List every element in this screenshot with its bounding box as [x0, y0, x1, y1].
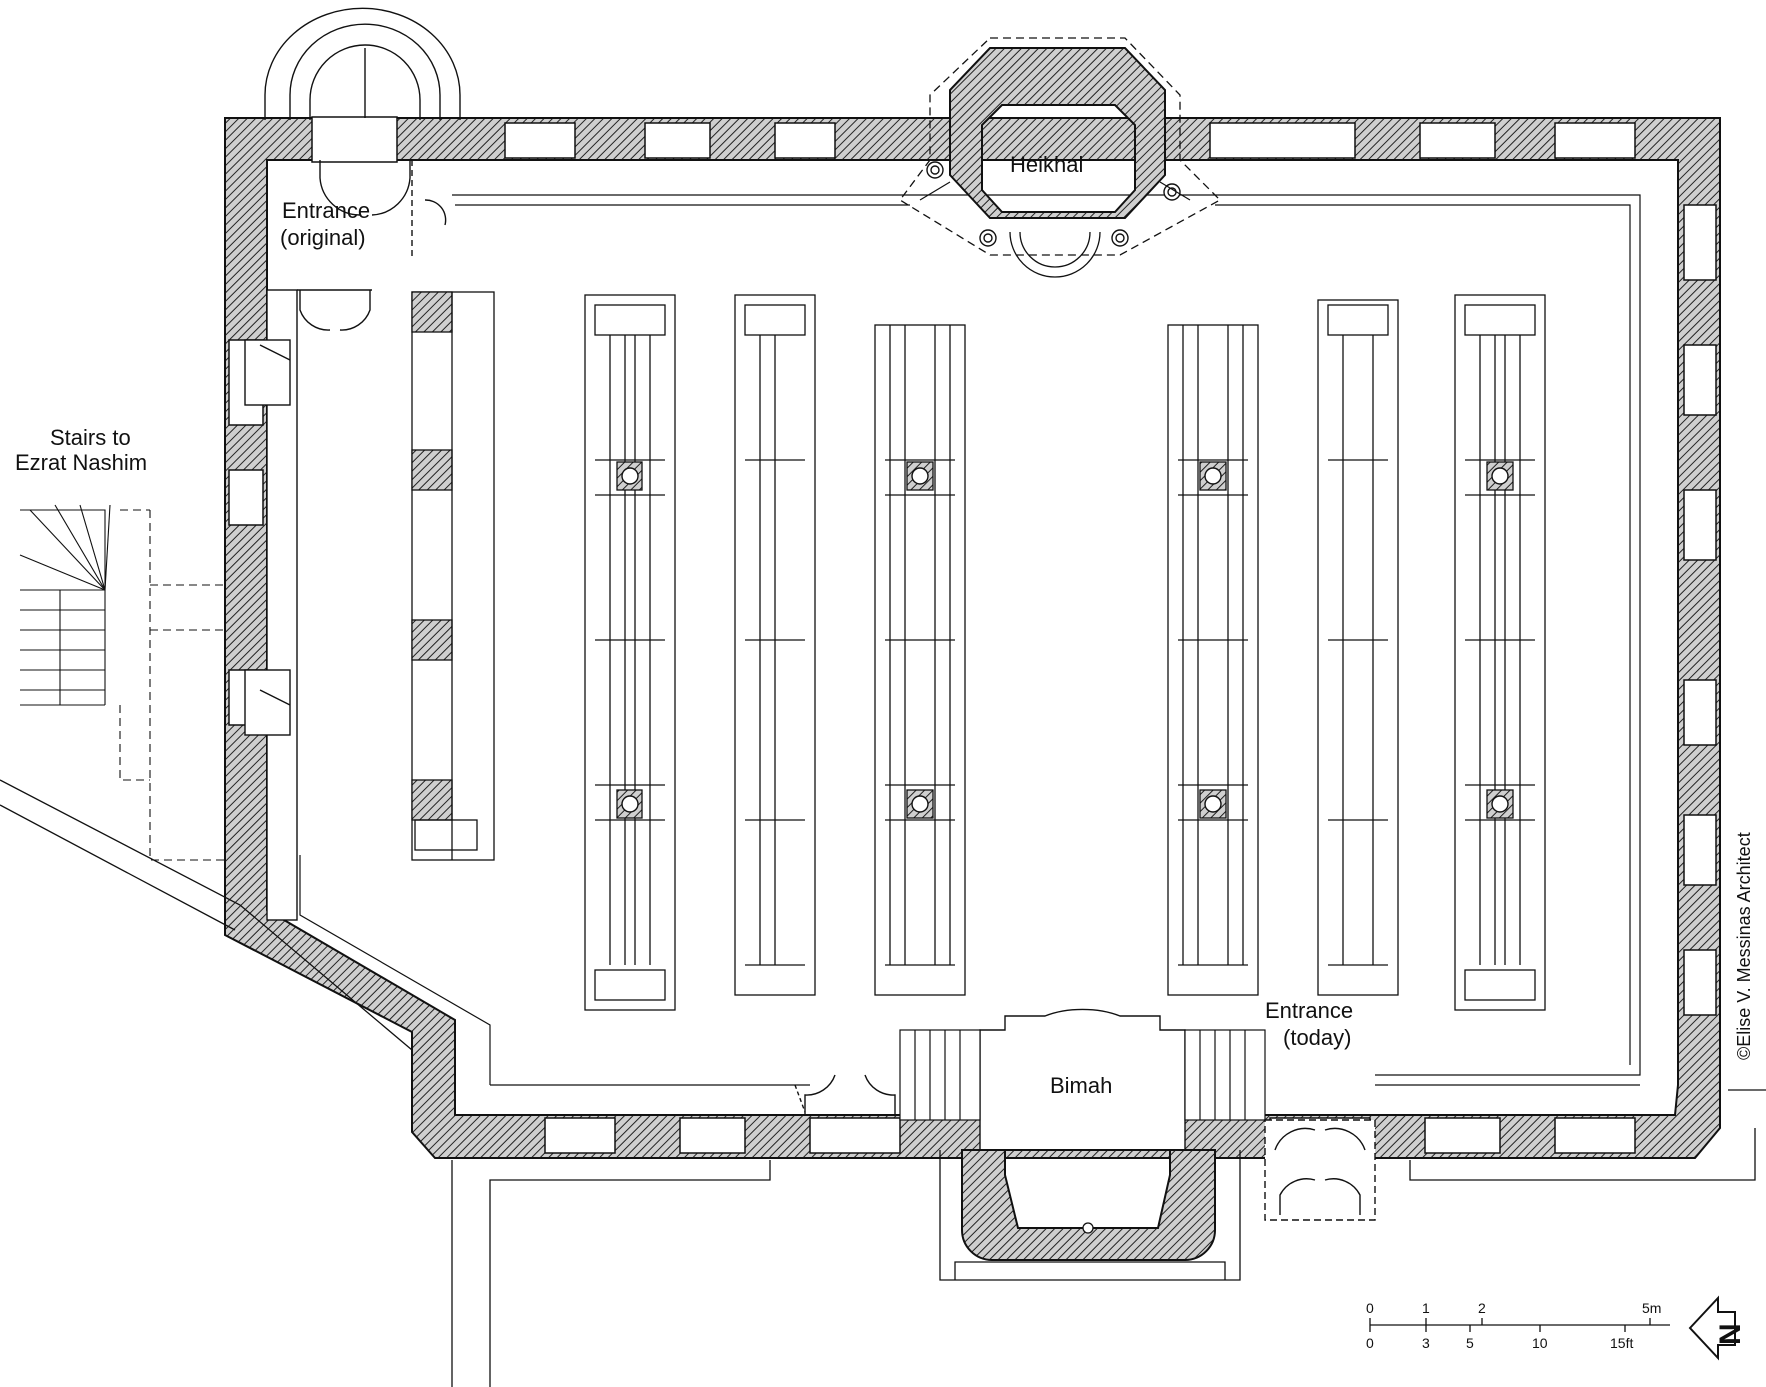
scale-ft-10: 10 [1532, 1335, 1548, 1351]
label-credit: ©Elise V. Messinas Architect [1734, 832, 1754, 1060]
north-arrow: N [1688, 1295, 1747, 1361]
pew-4 [1167, 324, 1259, 996]
site-lines [0, 779, 1766, 1387]
scale-ft-0: 0 [1366, 1335, 1374, 1351]
label-bimah: Bimah [1050, 1073, 1112, 1098]
scale-ft-15: 15ft [1610, 1335, 1633, 1351]
columns [621, 467, 1509, 813]
original-entrance-porch [264, 7, 461, 260]
label-entrance-today-2: (today) [1283, 1025, 1351, 1050]
scale-m-2: 2 [1478, 1300, 1486, 1316]
pew-6 [1454, 294, 1546, 1011]
pew-5 [1317, 299, 1399, 996]
scale-m-5: 5m [1642, 1300, 1661, 1316]
label-heikhal: Heikhal [1010, 152, 1083, 177]
west-bench [411, 291, 495, 861]
stairs-ezrat-nashim [19, 504, 225, 861]
scale-labels-feet: 0 3 5 10 15ft [1366, 1335, 1633, 1351]
scale-bar [1369, 1318, 1670, 1332]
pew-3 [874, 324, 966, 996]
label-stairs-1: Stairs to [50, 425, 131, 450]
inner-lines [299, 194, 1641, 1086]
label-entrance-original-1: Entrance [282, 198, 370, 223]
bimah [899, 1008, 1266, 1281]
pews [584, 294, 1546, 1011]
south-doors [794, 1074, 1376, 1221]
label-entrance-original-2: (original) [280, 225, 366, 250]
north-arrow-icon [1688, 1295, 1736, 1361]
scale-ft-5: 5 [1466, 1335, 1474, 1351]
north-label: N [1714, 1323, 1747, 1345]
label-stairs-2: Ezrat Nashim [15, 450, 147, 475]
scale-labels-meters: 0 1 2 5m [1366, 1300, 1661, 1316]
pew-1 [584, 294, 676, 1011]
west-vestibule [244, 289, 372, 921]
scale-m-0: 0 [1366, 1300, 1374, 1316]
heikhal-ark [899, 37, 1222, 278]
pew-2 [734, 294, 816, 996]
label-entrance-today-1: Entrance [1265, 998, 1353, 1023]
scale-m-1: 1 [1422, 1300, 1430, 1316]
scale-ft-3: 3 [1422, 1335, 1430, 1351]
